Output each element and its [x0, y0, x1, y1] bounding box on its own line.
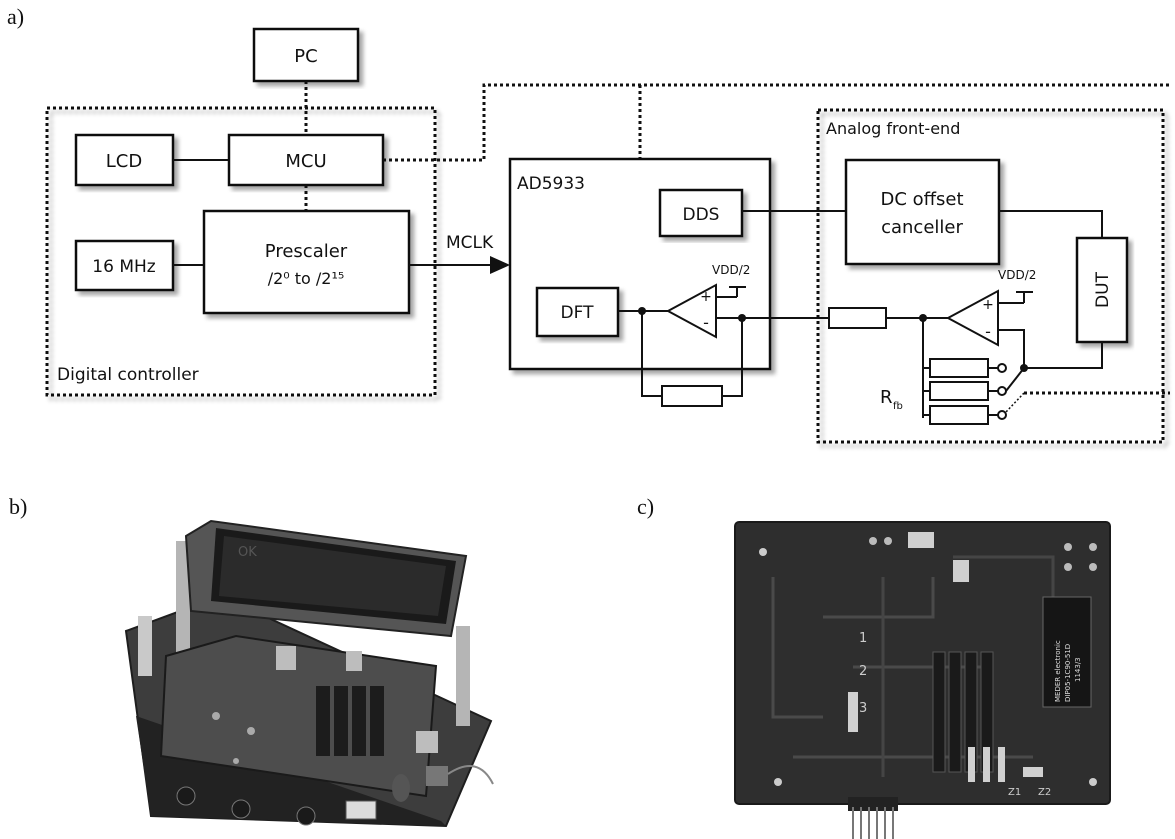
pc-label: PC [294, 46, 317, 67]
prescaler-range: /2⁰ to /2¹⁵ [268, 269, 345, 288]
prescaler-box [202, 209, 411, 315]
mclk-label: MCLK [446, 233, 494, 253]
rfb-resistor-1 [929, 358, 989, 378]
dc-offset-line1: DC offset [880, 189, 963, 210]
pcb-label-1: 1 [859, 631, 867, 646]
panel-b-label: b) [9, 494, 28, 519]
mcu-label: MCU [285, 151, 326, 172]
relay-label-3: 1143/3 [1074, 657, 1082, 682]
dut-label: DUT [1093, 271, 1113, 308]
analog-frontend-label: Analog front-end [826, 119, 960, 138]
internal-opamp [665, 283, 717, 339]
analog-frontend-boundary [816, 108, 1165, 444]
pcb-label-z2: Z2 [1038, 787, 1051, 798]
digital-controller-label: Digital controller [57, 365, 199, 385]
panel-a-label: a) [7, 4, 25, 29]
relay-label-2: DIP05-1C90-51D [1064, 644, 1072, 702]
rfb-resistor-3 [929, 405, 989, 425]
frontend-opamp [945, 289, 999, 347]
dft-box [535, 286, 620, 338]
dc-offset-canceller-box [844, 158, 1001, 266]
photo-analog-frontend-pcb: MEDER electronic DIP05-1C90-51D 1143/3 1… [733, 517, 1118, 839]
oscillator-box [74, 239, 175, 292]
svg-text:-: - [985, 322, 991, 341]
vdd-half-label-1: VDD/2 [712, 263, 750, 277]
rfb-subscript: fb [893, 401, 903, 412]
rfb-resistor-2 [929, 381, 989, 401]
digital-controller-boundary [45, 106, 437, 397]
pcb-label-3: 3 [859, 701, 867, 716]
dut-box [1075, 236, 1129, 344]
dc-offset-line2: canceller [881, 217, 963, 238]
prescaler-label: Prescaler [265, 241, 348, 262]
block-diagram: Digital controller PC LCD MCU 16 MHz Pre… [45, 27, 1170, 444]
svg-text:+: + [982, 297, 994, 313]
dft-label: DFT [561, 303, 595, 323]
svg-text:+: + [700, 289, 712, 305]
relay-label-1: MEDER electronic [1054, 640, 1062, 702]
rfb-switch [1005, 367, 1025, 392]
lcd-label: LCD [106, 151, 142, 172]
pcb-label-2: 2 [859, 664, 867, 679]
input-resistor [828, 307, 887, 329]
lcd-display-text: OK [238, 545, 257, 560]
ad5933-label: AD5933 [517, 174, 585, 194]
pc-box [252, 27, 360, 83]
panel-c-label: c) [637, 494, 655, 519]
vdd-half-label-2: VDD/2 [998, 268, 1036, 282]
dds-box [658, 188, 744, 238]
svg-text:-: - [703, 313, 709, 332]
feedback-resistor [661, 385, 723, 407]
rfb-label: R [880, 387, 893, 408]
photo-device-assembly: OK [116, 516, 516, 836]
oscillator-label: 16 MHz [92, 257, 155, 277]
pcb-label-z1: Z1 [1008, 787, 1021, 798]
dds-label: DDS [683, 205, 720, 225]
